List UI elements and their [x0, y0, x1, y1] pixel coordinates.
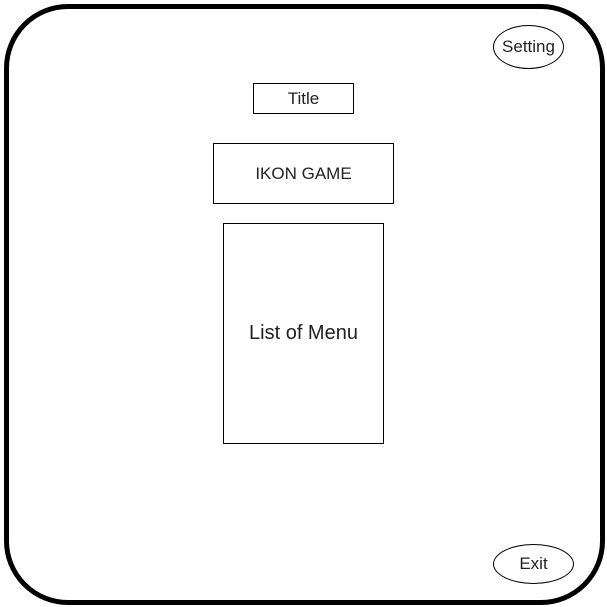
setting-button-label: Setting — [502, 37, 555, 56]
game-name-label: IKON GAME — [255, 163, 352, 183]
title-box: Title — [253, 83, 354, 114]
menu-list[interactable]: List of Menu — [223, 223, 384, 444]
title-label: Title — [287, 88, 320, 108]
exit-button[interactable]: Exit — [493, 544, 574, 584]
menu-list-label: List of Menu — [249, 322, 358, 344]
setting-button[interactable]: Setting — [493, 25, 564, 69]
exit-button-label: Exit — [519, 554, 548, 573]
game-name-box: IKON GAME — [213, 143, 394, 204]
